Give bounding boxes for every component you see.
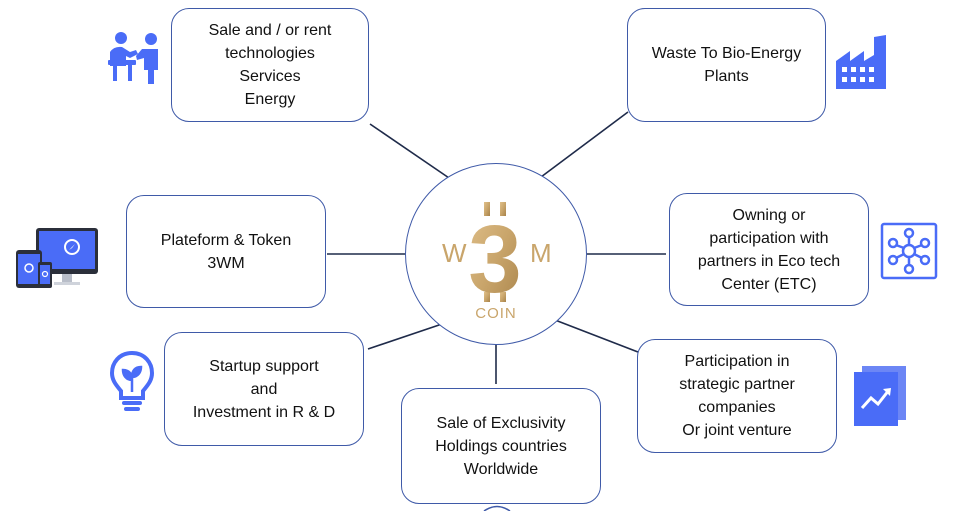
node-participation: Participation in strategic partner compa… (637, 339, 837, 453)
node-sale-rent-text: Sale and / or rent technologies Services… (208, 22, 332, 108)
connector-waste-bio (540, 111, 629, 178)
node-exclusivity: Sale of Exclusivity Holdings countries W… (401, 388, 601, 504)
node-exclusivity-text: Sale of Exclusivity Holdings countries W… (435, 414, 567, 478)
node-owning-etc: Owning or participation with partners in… (669, 193, 869, 306)
logo-letter-middle: 3 (468, 206, 521, 313)
center-hub: W 3 M COIN (405, 163, 587, 345)
logo-letter-left: W (442, 238, 467, 268)
node-platform-token: Plateform & Token 3WM (126, 195, 326, 308)
growth-chart-icon (854, 366, 906, 426)
connector-sale-rent (369, 123, 453, 181)
devices-icon (16, 228, 98, 288)
node-waste-bio: Waste To Bio-Energy Plants (627, 8, 826, 122)
logo-caption: COIN (475, 305, 517, 322)
connector-participation (554, 319, 639, 353)
meeting-people-icon (108, 32, 158, 84)
connector-startup (367, 322, 446, 350)
node-platform-token-text: Plateform & Token 3WM (160, 231, 292, 272)
node-sale-rent: Sale and / or rent technologies Services… (171, 8, 369, 122)
node-waste-bio-text: Waste To Bio-Energy Plants (651, 45, 802, 85)
factory-icon (836, 35, 886, 89)
node-startup-text: Startup support and Investment in R & D (192, 357, 336, 421)
node-owning-etc-text: Owning or participation with partners in… (697, 206, 841, 293)
w3m-coin-logo: W 3 M COIN (442, 202, 552, 322)
logo-letter-right: M (530, 238, 552, 268)
node-startup: Startup support and Investment in R & D (164, 332, 364, 446)
partial-circle-decoration (483, 505, 511, 511)
node-participation-text: Participation in strategic partner compa… (679, 353, 795, 439)
lightbulb-leaf-icon (109, 350, 155, 411)
network-hub-icon (880, 222, 938, 280)
